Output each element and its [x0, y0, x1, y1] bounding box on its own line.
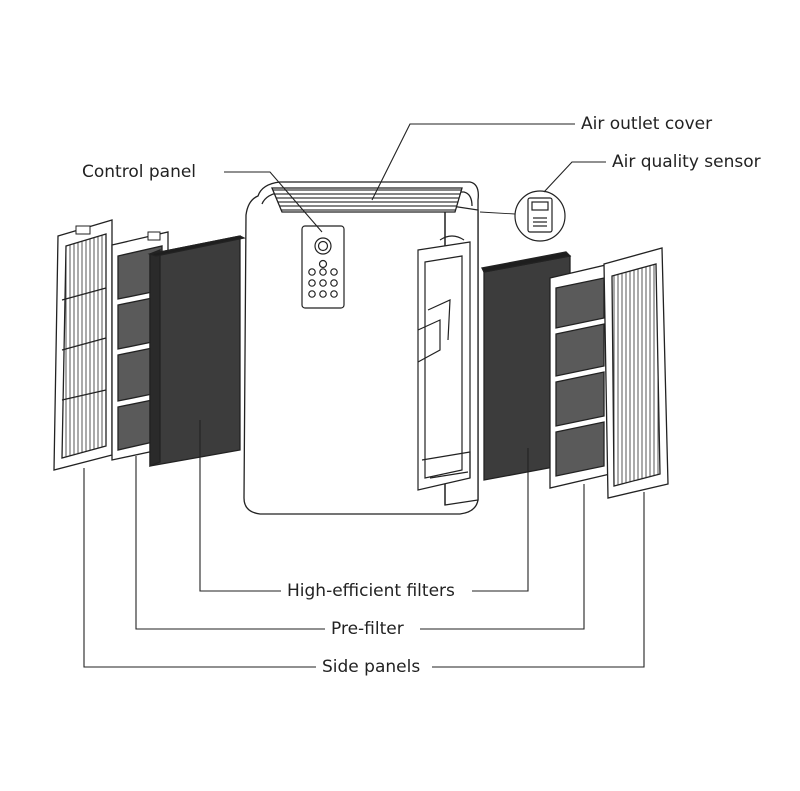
high-efficient-filters-label: High-efficient filters	[281, 580, 461, 602]
right-pre-filter	[549, 263, 611, 489]
right-high-efficient-filter	[481, 251, 572, 481]
right-side-panel	[603, 247, 669, 499]
leader-lines	[83, 123, 645, 668]
air-outlet-cover-label: Air outlet cover	[575, 113, 719, 135]
air-outlet-grille	[271, 187, 463, 213]
air-quality-sensor-inset	[479, 190, 566, 242]
left-high-efficient-filter	[147, 235, 246, 467]
side-cavity	[417, 235, 471, 491]
control-panel	[301, 225, 345, 309]
air-quality-sensor-label: Air quality sensor	[606, 151, 767, 173]
side-panels-label: Side panels	[316, 656, 427, 678]
control-panel-label: Control panel	[76, 161, 203, 183]
pre-filter-label: Pre-filter	[325, 618, 410, 640]
left-side-panel	[53, 219, 113, 471]
